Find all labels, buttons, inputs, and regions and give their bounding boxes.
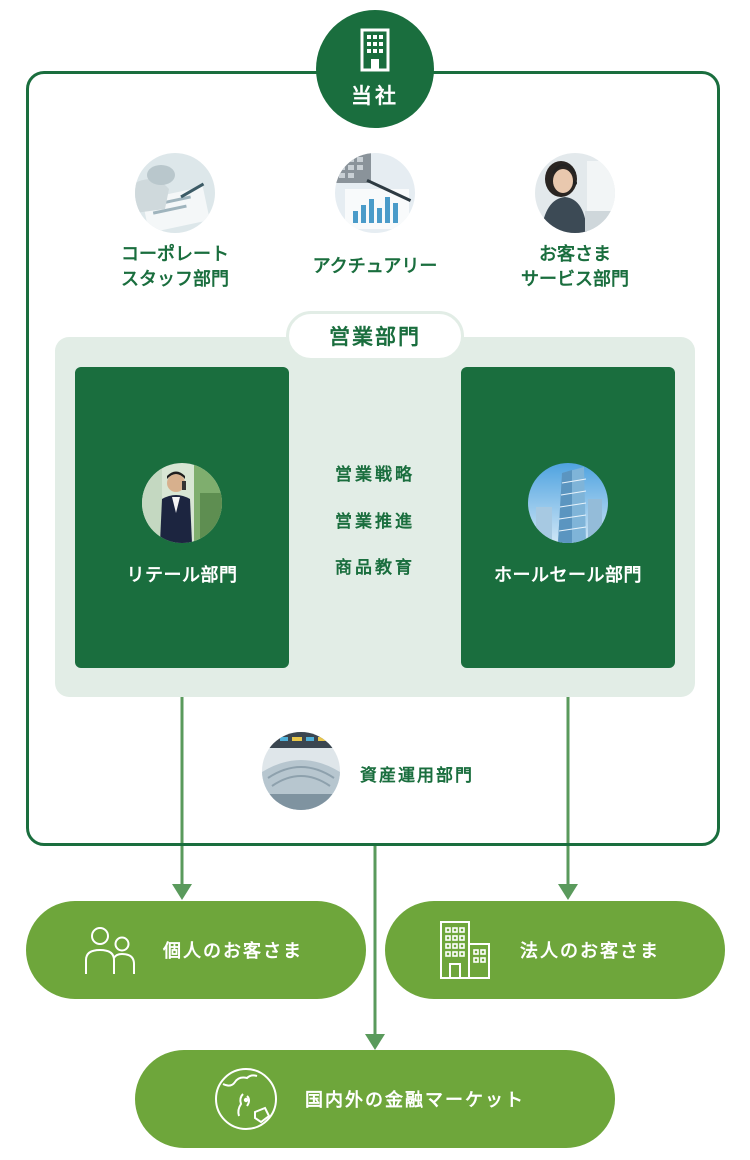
wholesale-division-box: ホールセール部門 xyxy=(461,367,675,668)
retail-division-label: リテール部門 xyxy=(126,565,238,586)
calculator-chart-photo xyxy=(335,153,415,233)
individual-customers-label: 個人のお客さま xyxy=(163,941,303,962)
company-badge: 当社 xyxy=(316,10,434,128)
company-label: 当社 xyxy=(351,84,399,108)
corporate-staff-label: コーポレート スタッフ部門 xyxy=(121,244,229,290)
call-center-photo xyxy=(535,153,615,233)
wholesale-division-label: ホールセール部門 xyxy=(494,565,642,586)
globe-icon xyxy=(213,1066,279,1132)
skyscraper-photo xyxy=(528,463,608,543)
financial-market-label: 国内外の金融マーケット xyxy=(305,1090,525,1111)
actuary-label: アクチュアリー xyxy=(312,256,438,277)
financial-market-pill: 国内外の金融マーケット xyxy=(135,1050,615,1148)
office-buildings-icon xyxy=(437,920,493,980)
retail-division-box: リテール部門 xyxy=(75,367,289,668)
document-desk-photo xyxy=(135,153,215,233)
individual-customers-pill: 個人のお客さま xyxy=(26,901,366,999)
corporate-customers-label: 法人のお客さま xyxy=(520,941,660,962)
asset-management-label: 資産運用部門 xyxy=(360,766,474,786)
function-sales-strategy: 営業戦略 xyxy=(335,465,415,485)
corporate-customers-pill: 法人のお客さま xyxy=(385,901,725,999)
stock-exchange-photo xyxy=(262,732,340,810)
sales-division-title: 営業部門 xyxy=(286,311,464,361)
function-product-education: 商品教育 xyxy=(335,558,415,578)
customer-service-label: お客さま サービス部門 xyxy=(521,244,629,290)
businessman-phone-photo xyxy=(142,463,222,543)
function-sales-promotion: 営業推進 xyxy=(335,512,415,532)
building-icon xyxy=(360,28,390,76)
people-icon xyxy=(83,924,137,976)
